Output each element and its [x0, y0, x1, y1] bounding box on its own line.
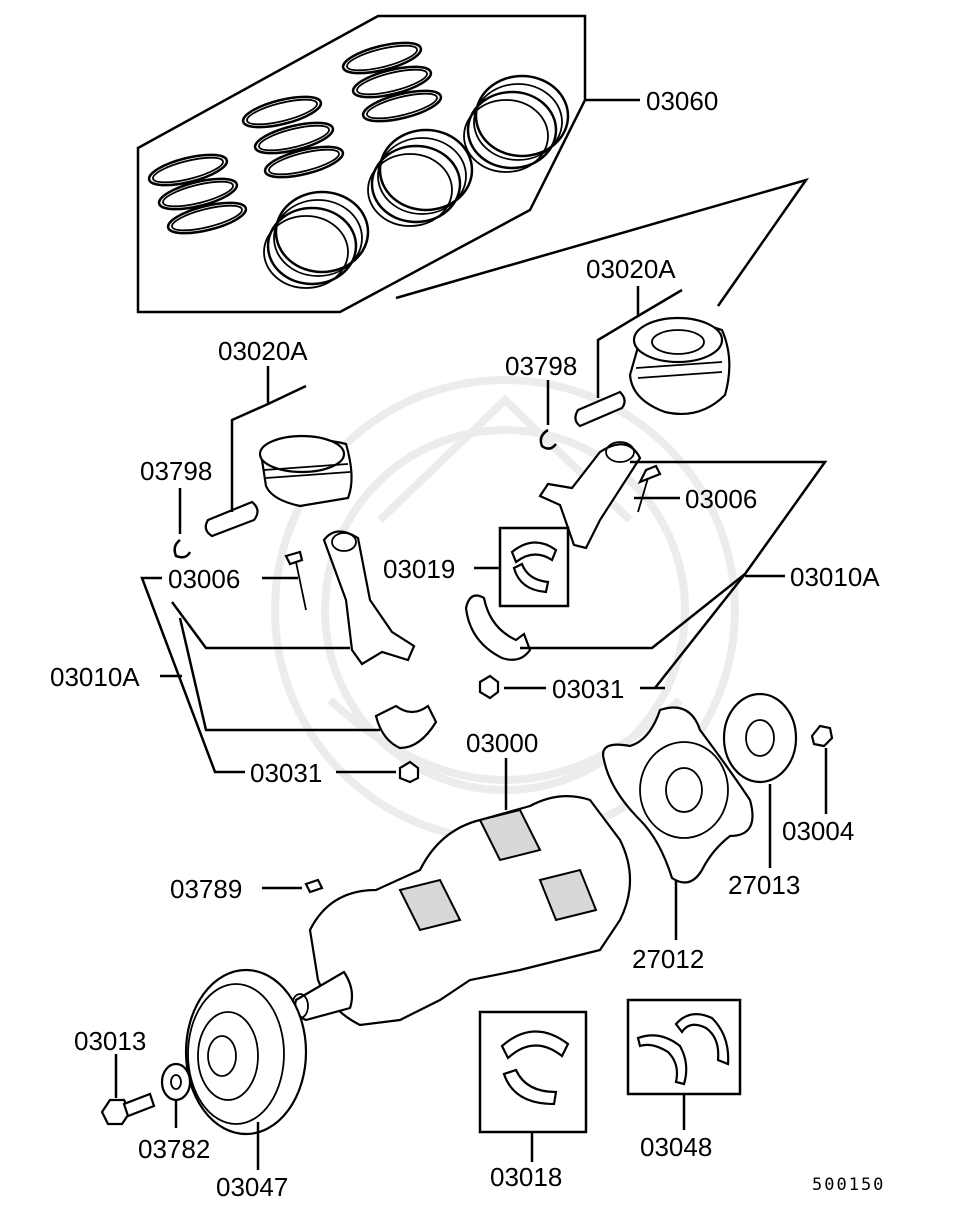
- label-rod-bolt-right[interactable]: 03006: [685, 484, 757, 514]
- rod-bolt-left[interactable]: [284, 550, 307, 611]
- snap-ring-right[interactable]: [539, 428, 557, 450]
- washer[interactable]: [160, 1062, 192, 1102]
- label-conrod-assy-right[interactable]: 03010A: [790, 562, 880, 592]
- label-thrust-bearing[interactable]: 03048: [640, 1132, 712, 1162]
- label-pulley-bolt[interactable]: 03013: [74, 1026, 146, 1056]
- label-damper-pulley[interactable]: 03047: [216, 1172, 288, 1202]
- connecting-rod-left[interactable]: [322, 530, 416, 666]
- piston-ring-large-group: [263, 74, 570, 289]
- crankshaft[interactable]: [291, 795, 632, 1027]
- label-crankshaft[interactable]: 03000: [466, 728, 538, 758]
- piston-ring-small-group: [147, 41, 443, 235]
- damper-pulley[interactable]: [184, 968, 308, 1136]
- label-rod-nut-right[interactable]: 03031: [552, 674, 624, 704]
- label-snap-ring-right[interactable]: 03798: [505, 351, 577, 381]
- piston-left[interactable]: [258, 434, 353, 508]
- label-main-bearing[interactable]: 03018: [490, 1162, 562, 1192]
- label-drive-plate[interactable]: 27013: [728, 870, 800, 900]
- snap-ring-left[interactable]: [173, 539, 192, 559]
- label-crank-bolt[interactable]: 03004: [782, 816, 854, 846]
- woodruff-key[interactable]: [304, 878, 324, 894]
- thrust-bearing-box[interactable]: [626, 998, 742, 1096]
- label-rod-nut-left[interactable]: 03031: [250, 758, 322, 788]
- rod-nut-right[interactable]: [478, 674, 500, 700]
- rod-bolt-right[interactable]: [637, 464, 662, 513]
- rod-nut-left[interactable]: [398, 760, 420, 784]
- flex-plate[interactable]: [601, 706, 754, 884]
- piston-pin-right[interactable]: [574, 390, 626, 428]
- main-bearing-box[interactable]: [478, 1010, 588, 1134]
- label-rod-bolt-left[interactable]: 03006: [168, 564, 240, 594]
- label-washer[interactable]: 03782: [138, 1134, 210, 1164]
- diagram-code: 500150: [812, 1175, 885, 1195]
- rod-bearing-box[interactable]: [498, 526, 570, 608]
- pulley-bolt[interactable]: [100, 1092, 156, 1126]
- piston-ring-set-box[interactable]: [136, 14, 810, 314]
- label-piston-left[interactable]: 03020A: [218, 336, 308, 366]
- label-flex-plate[interactable]: 27012: [632, 944, 704, 974]
- crank-bolt[interactable]: [810, 724, 834, 748]
- label-woodruff-key[interactable]: 03789: [170, 874, 242, 904]
- label-piston-right[interactable]: 03020A: [586, 254, 676, 284]
- label-conrod-assy-left[interactable]: 03010A: [50, 662, 140, 692]
- drive-plate[interactable]: [722, 692, 798, 784]
- label-snap-ring-left[interactable]: 03798: [140, 456, 212, 486]
- rod-cap-left[interactable]: [374, 704, 438, 750]
- label-piston-ring-set[interactable]: 03060: [646, 86, 718, 116]
- label-rod-bearing[interactable]: 03019: [383, 554, 455, 584]
- connecting-rod-right[interactable]: [538, 441, 642, 550]
- piston-pin-left[interactable]: [204, 500, 259, 538]
- piston-right[interactable]: [628, 316, 731, 416]
- rod-cap-right[interactable]: [464, 594, 532, 661]
